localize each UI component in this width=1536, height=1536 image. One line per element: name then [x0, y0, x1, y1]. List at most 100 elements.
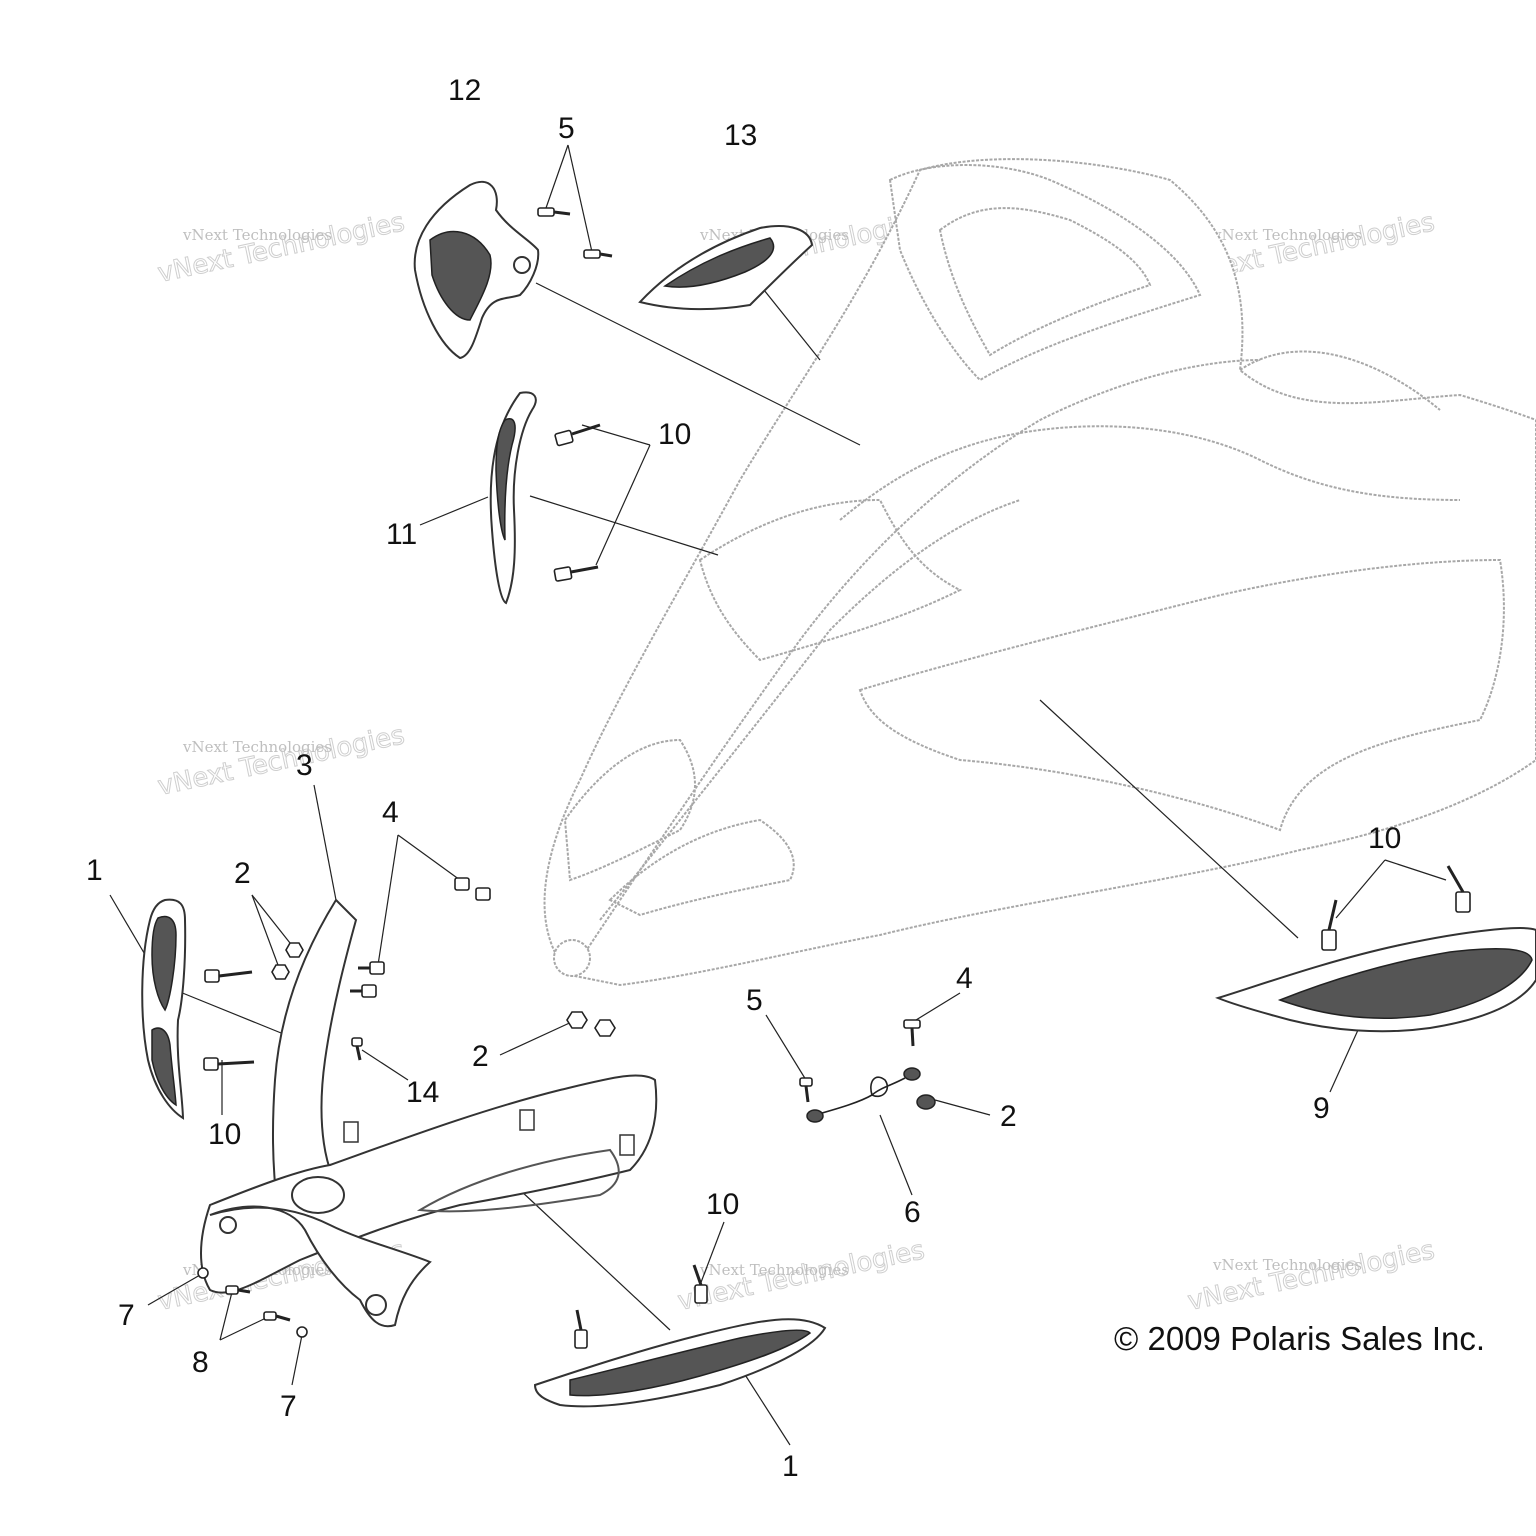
hardware [197, 207, 1471, 1349]
leader-8-b [219, 1317, 267, 1341]
watermark-text: vNext Technologies [182, 738, 332, 756]
hood-right-edge [1239, 350, 1441, 411]
callout-14: 14 [406, 1076, 439, 1109]
leader-10-right-b [1384, 859, 1447, 881]
leader-5-mid [765, 1014, 807, 1081]
rivet-10-right-b [1446, 865, 1471, 913]
leader-4-mid [915, 992, 961, 1021]
part-9-grille [1277, 948, 1533, 1019]
part-3-skid-panel [416, 1148, 620, 1213]
part-12-vent [413, 180, 540, 360]
watermark: vNext Technologies vNext Technologies [155, 207, 408, 290]
callout-10-bottom: 10 [706, 1188, 739, 1221]
leader-14 [361, 1049, 409, 1081]
watermark-text: vNext Technologies [1212, 1256, 1362, 1274]
callout-11: 11 [386, 518, 417, 551]
part-9-right-footrest [1215, 927, 1536, 1033]
rivet-10-bottom-a [692, 1264, 708, 1304]
rivet-10-left-b [203, 1057, 255, 1071]
watermark-outline-text: vNext Technologies [155, 207, 407, 289]
callout-4-mid: 4 [956, 962, 973, 995]
leader-2-left-b [251, 894, 279, 966]
windshield-frame [888, 164, 1202, 382]
callout-10-left: 10 [208, 1118, 241, 1151]
callout-13: 13 [724, 119, 757, 152]
leader-4-left-b [397, 834, 461, 881]
leader-5-top-b [567, 144, 593, 253]
part-11-grille [495, 418, 516, 541]
watermark: vNext Technologies vNext Technologies [155, 720, 408, 803]
leader-2-mid [499, 1019, 577, 1056]
hood-center-line [839, 425, 1461, 521]
leader-1-bottom-body [519, 1189, 671, 1331]
bolt-4-left-a [358, 961, 385, 975]
nut-7-bottom [296, 1326, 308, 1338]
part-1-left-grille-2 [151, 1027, 177, 1107]
leader-2-left-a [251, 894, 291, 944]
watermark: vNext Technologies vNext Technologies [1185, 1235, 1438, 1318]
leader-1-left-body [179, 991, 287, 1036]
watermark-text: vNext Technologies [182, 226, 332, 244]
part-1-left-panel [141, 898, 187, 1120]
callout-2-mid: 2 [472, 1040, 489, 1073]
rivet-10-bottom-b [574, 1309, 588, 1349]
callout-5-mid: 5 [746, 984, 763, 1017]
nut-2-mid-b [594, 1019, 616, 1037]
leader-6 [879, 1114, 913, 1196]
callout-8: 8 [192, 1346, 209, 1379]
part-12-grille [429, 230, 492, 321]
copyright-text: © 2009 Polaris Sales Inc. [1114, 1320, 1485, 1357]
callout-1-bottom: 1 [782, 1450, 799, 1483]
leader-1-bottom [741, 1369, 791, 1446]
watermark-outline-text: vNext Technologies [1185, 1235, 1437, 1317]
hood-outline [543, 158, 1536, 987]
leader-10-right-a [1335, 859, 1386, 919]
windshield-inner [938, 207, 1152, 357]
part-3-bumper-frame [200, 898, 658, 1328]
hood-assembly [543, 158, 1536, 987]
rivet-10-top-a [554, 423, 601, 447]
part-3-mount-hole-2 [219, 1216, 237, 1234]
part-12-mount [513, 256, 531, 274]
bolt-4-left-c [454, 877, 491, 901]
hood-ridge [579, 359, 1261, 961]
hood-nose-badge [553, 939, 591, 977]
leader-lines [109, 144, 1447, 1446]
part-11-strip [489, 391, 537, 605]
leader-10-top-b [595, 444, 651, 566]
watermark: vNext Technologies vNext Technologies [675, 1235, 928, 1318]
leader-2-right [934, 1099, 991, 1116]
bolt-4-left-b [350, 984, 377, 998]
callout-7-left: 7 [118, 1299, 135, 1332]
bolt-8-a [225, 1285, 251, 1295]
callout-4-left: 4 [382, 796, 399, 829]
leader-4-left-a [377, 834, 399, 966]
hood-flank [858, 558, 1505, 832]
nut-2-right [916, 1094, 936, 1110]
leader-12 [535, 282, 861, 446]
callout-10-right: 10 [1368, 822, 1401, 855]
nut-2-left-a [285, 942, 304, 958]
screw-5-top-a [537, 207, 571, 217]
leader-7-left [147, 1274, 201, 1306]
hood-side-panel [698, 498, 963, 662]
hood-lower-vent [608, 818, 795, 917]
hood-grille-area [563, 738, 696, 882]
rivet-10-top-b [553, 565, 599, 582]
watermark-text: vNext Technologies [699, 1261, 849, 1279]
watermark-text: vNext Technologies [1212, 226, 1362, 244]
part-3-bracket-2 [519, 1109, 535, 1131]
callout-3: 3 [296, 749, 313, 782]
callout-1-left: 1 [86, 854, 103, 887]
bolt-4-mid [903, 1019, 921, 1047]
callout-7-bottom: 7 [280, 1390, 297, 1423]
part-3-bracket-3 [619, 1134, 635, 1156]
watermark-outline-text: vNext Technologies [155, 720, 407, 802]
leader-5-top-a [545, 144, 569, 209]
leader-9-body [1039, 699, 1299, 939]
nut-7-left [197, 1267, 209, 1279]
callout-9: 9 [1313, 1092, 1330, 1125]
screw-5-top-b [583, 249, 613, 259]
nut-2-left-b [271, 964, 290, 980]
